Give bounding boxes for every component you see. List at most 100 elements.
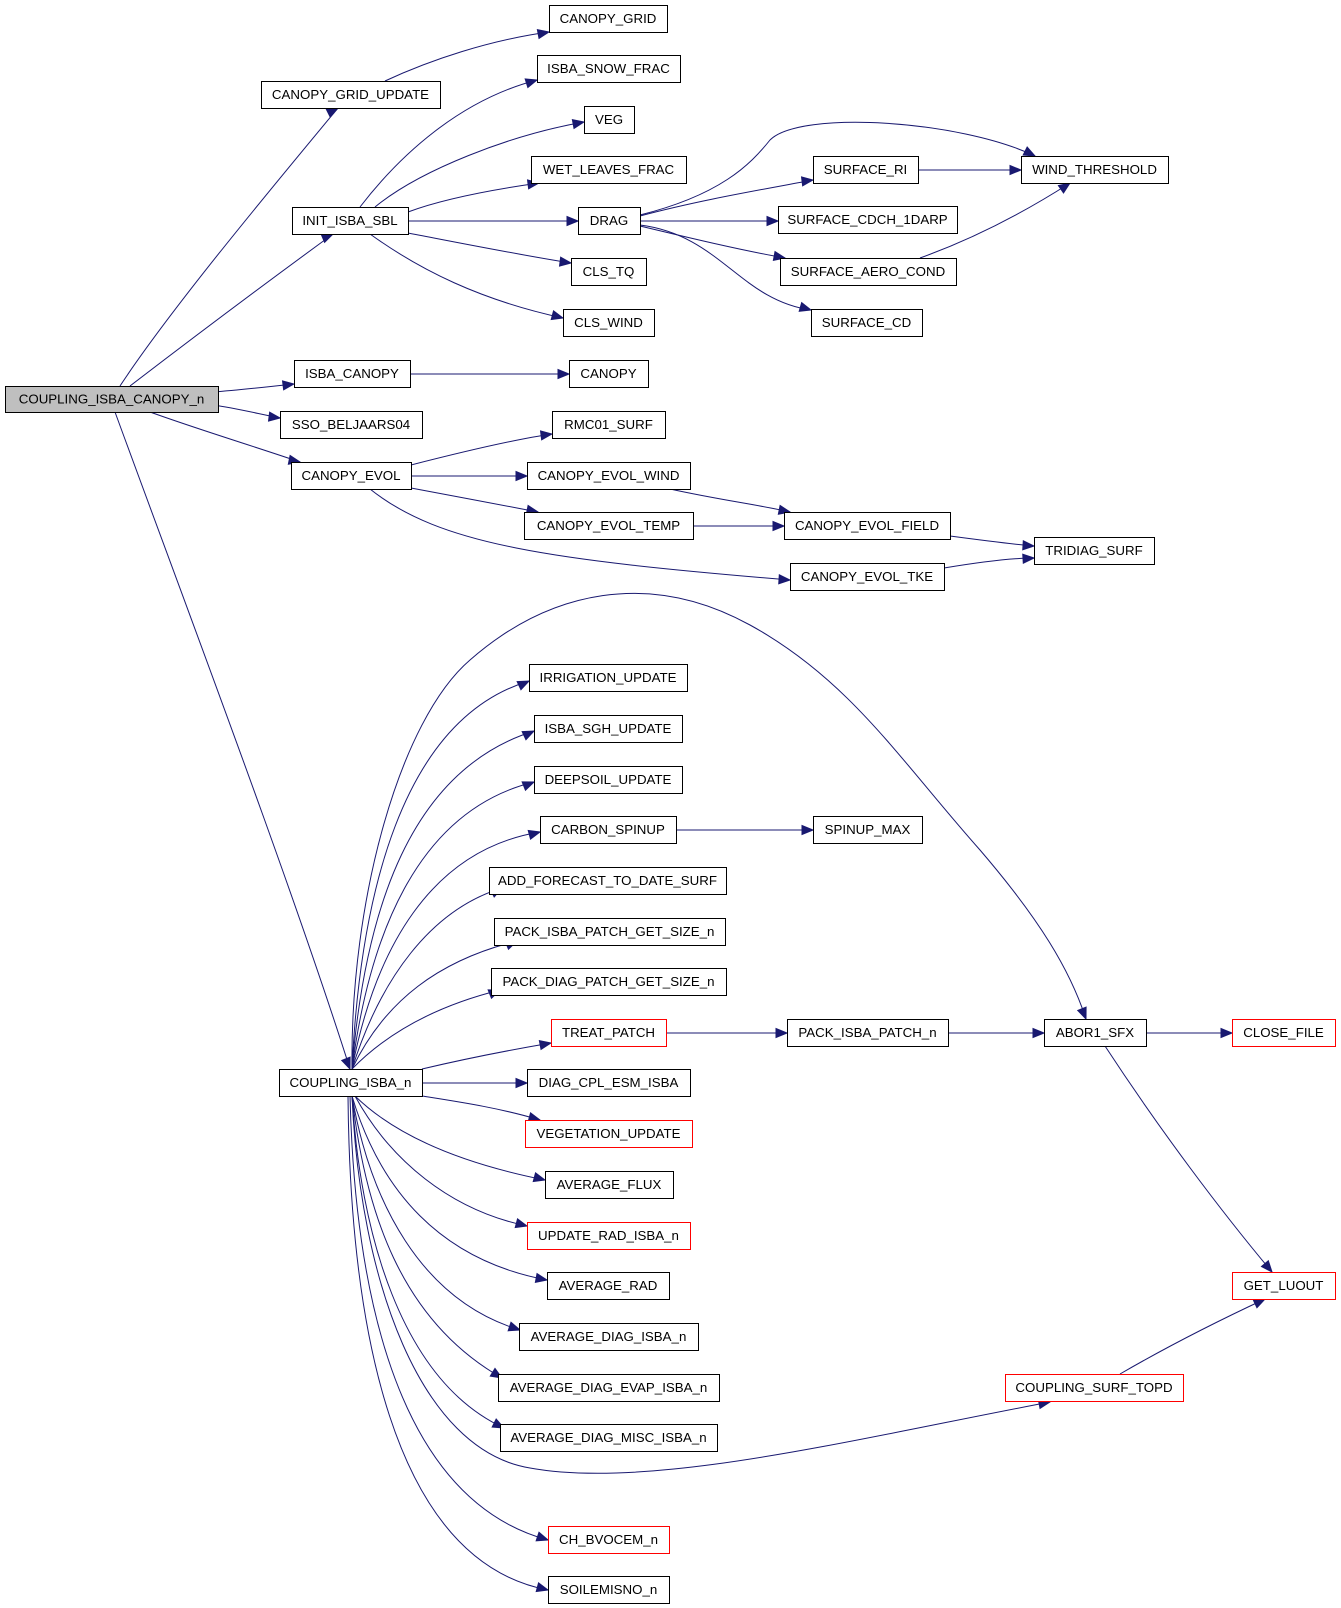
node-isba_sgh_update[interactable]: ISBA_SGH_UPDATE (534, 715, 683, 743)
node-box-surface_ri[interactable] (813, 156, 919, 184)
node-average_rad[interactable]: AVERAGE_RAD (547, 1272, 670, 1300)
node-soilemisno_n[interactable]: SOILEMISNO_n (548, 1576, 670, 1604)
node-box-wet_leaves_frac[interactable] (531, 156, 687, 184)
node-box-cls_tq[interactable] (571, 258, 647, 286)
node-box-average_rad[interactable] (547, 1272, 670, 1300)
node-box-cls_wind[interactable] (563, 309, 655, 337)
node-box-carbon_spinup[interactable] (540, 816, 677, 844)
node-box-coupling_isba_n[interactable] (279, 1069, 423, 1097)
node-box-average_diag_evap_isba_n[interactable] (498, 1374, 720, 1402)
node-vegetation_update[interactable]: VEGETATION_UPDATE (525, 1120, 693, 1148)
node-average_diag_evap_isba_n[interactable]: AVERAGE_DIAG_EVAP_ISBA_n (498, 1374, 720, 1402)
node-average_diag_isba_n[interactable]: AVERAGE_DIAG_ISBA_n (519, 1323, 699, 1351)
node-box-init_isba_sbl[interactable] (292, 207, 409, 235)
node-canopy_evol_temp[interactable]: CANOPY_EVOL_TEMP (524, 512, 694, 540)
node-canopy_evol_field[interactable]: CANOPY_EVOL_FIELD (784, 512, 951, 540)
node-canopy_evol_wind[interactable]: CANOPY_EVOL_WIND (527, 462, 691, 490)
node-box-pack_diag_patch_get_size_n[interactable] (491, 968, 727, 996)
node-box-canopy_grid_update[interactable] (261, 81, 441, 109)
node-coupling_surf_topd[interactable]: COUPLING_SURF_TOPD (1005, 1374, 1184, 1402)
node-box-update_rad_isba_n[interactable] (527, 1222, 691, 1250)
node-update_rad_isba_n[interactable]: UPDATE_RAD_ISBA_n (527, 1222, 691, 1250)
node-box-close_file[interactable] (1232, 1019, 1336, 1047)
node-box-irrigation_update[interactable] (529, 664, 688, 692)
node-box-treat_patch[interactable] (551, 1019, 667, 1047)
node-ch_bvocem_n[interactable]: CH_BVOCEM_n (548, 1526, 670, 1554)
node-box-ch_bvocem_n[interactable] (548, 1526, 670, 1554)
node-box-average_diag_isba_n[interactable] (519, 1323, 699, 1351)
node-surface_ri[interactable]: SURFACE_RI (813, 156, 919, 184)
node-canopy_evol_tke[interactable]: CANOPY_EVOL_TKE (790, 563, 945, 591)
node-box-canopy_grid[interactable] (549, 5, 668, 33)
node-box-rmc01_surf[interactable] (552, 411, 666, 439)
node-canopy_grid[interactable]: CANOPY_GRID (549, 5, 668, 33)
node-cls_wind[interactable]: CLS_WIND (563, 309, 655, 337)
node-tridiag_surf[interactable]: TRIDIAG_SURF (1034, 537, 1155, 565)
node-canopy[interactable]: CANOPY (569, 360, 649, 388)
node-pack_isba_patch_get_size_n[interactable]: PACK_ISBA_PATCH_GET_SIZE_n (494, 918, 726, 946)
node-box-isba_sgh_update[interactable] (534, 715, 683, 743)
node-box-tridiag_surf[interactable] (1034, 537, 1155, 565)
node-irrigation_update[interactable]: IRRIGATION_UPDATE (529, 664, 688, 692)
node-average_flux[interactable]: AVERAGE_FLUX (545, 1171, 674, 1199)
node-box-soilemisno_n[interactable] (548, 1576, 670, 1604)
node-box-add_forecast_to_date_surf[interactable] (489, 867, 727, 895)
node-box-isba_snow_frac[interactable] (537, 55, 681, 83)
node-box-coupling_surf_topd[interactable] (1005, 1374, 1184, 1402)
node-veg[interactable]: VEG (584, 106, 635, 134)
node-box-canopy[interactable] (569, 360, 649, 388)
node-box-diag_cpl_esm_isba[interactable] (527, 1069, 691, 1097)
node-box-vegetation_update[interactable] (525, 1120, 693, 1148)
node-drag[interactable]: DRAG (578, 207, 641, 235)
node-get_luout[interactable]: GET_LUOUT (1232, 1272, 1336, 1300)
node-coupling_isba_n[interactable]: COUPLING_ISBA_n (279, 1069, 423, 1097)
node-box-isba_canopy[interactable] (294, 360, 411, 388)
node-box-canopy_evol_field[interactable] (784, 512, 951, 540)
node-init_isba_sbl[interactable]: INIT_ISBA_SBL (292, 207, 409, 235)
node-box-deepsoil_update[interactable] (534, 766, 683, 794)
node-box-pack_isba_patch_get_size_n[interactable] (494, 918, 726, 946)
node-box-abor1_sfx[interactable] (1044, 1019, 1147, 1047)
node-box-get_luout[interactable] (1232, 1272, 1336, 1300)
node-box-average_diag_misc_isba_n[interactable] (500, 1424, 718, 1452)
node-box-surface_cd[interactable] (811, 309, 923, 337)
node-spinup_max[interactable]: SPINUP_MAX (813, 816, 923, 844)
node-carbon_spinup[interactable]: CARBON_SPINUP (540, 816, 677, 844)
node-pack_isba_patch_n[interactable]: PACK_ISBA_PATCH_n (787, 1019, 949, 1047)
node-box-canopy_evol_temp[interactable] (524, 512, 694, 540)
node-box-wind_threshold[interactable] (1021, 156, 1169, 184)
node-close_file[interactable]: CLOSE_FILE (1232, 1019, 1336, 1047)
node-surface_cd[interactable]: SURFACE_CD (811, 309, 923, 337)
node-treat_patch[interactable]: TREAT_PATCH (551, 1019, 667, 1047)
node-diag_cpl_esm_isba[interactable]: DIAG_CPL_ESM_ISBA (527, 1069, 691, 1097)
node-box-average_flux[interactable] (545, 1171, 674, 1199)
node-box-sso_beljaars04[interactable] (280, 411, 423, 439)
node-pack_diag_patch_get_size_n[interactable]: PACK_DIAG_PATCH_GET_SIZE_n (491, 968, 727, 996)
node-box-spinup_max[interactable] (813, 816, 923, 844)
node-sso_beljaars04[interactable]: SSO_BELJAARS04 (280, 411, 423, 439)
node-deepsoil_update[interactable]: DEEPSOIL_UPDATE (534, 766, 683, 794)
node-canopy_evol[interactable]: CANOPY_EVOL (291, 462, 412, 490)
node-coupling_isba_canopy_n[interactable]: COUPLING_ISBA_CANOPY_n (5, 386, 219, 413)
node-wet_leaves_frac[interactable]: WET_LEAVES_FRAC (531, 156, 687, 184)
node-box-canopy_evol_wind[interactable] (527, 462, 691, 490)
node-box-canopy_evol_tke[interactable] (790, 563, 945, 591)
node-cls_tq[interactable]: CLS_TQ (571, 258, 647, 286)
node-box-drag[interactable] (578, 207, 641, 235)
node-add_forecast_to_date_surf[interactable]: ADD_FORECAST_TO_DATE_SURF (489, 867, 727, 895)
node-surface_aero_cond[interactable]: SURFACE_AERO_COND (780, 258, 957, 286)
node-isba_canopy[interactable]: ISBA_CANOPY (294, 360, 411, 388)
node-box-canopy_evol[interactable] (291, 462, 412, 490)
node-box-veg[interactable] (584, 106, 635, 134)
node-wind_threshold[interactable]: WIND_THRESHOLD (1021, 156, 1169, 184)
node-surface_cdch_1darp[interactable]: SURFACE_CDCH_1DARP (778, 206, 958, 234)
node-canopy_grid_update[interactable]: CANOPY_GRID_UPDATE (261, 81, 441, 109)
node-box-surface_cdch_1darp[interactable] (778, 206, 958, 234)
node-abor1_sfx[interactable]: ABOR1_SFX (1044, 1019, 1147, 1047)
node-average_diag_misc_isba_n[interactable]: AVERAGE_DIAG_MISC_ISBA_n (500, 1424, 718, 1452)
node-isba_snow_frac[interactable]: ISBA_SNOW_FRAC (537, 55, 681, 83)
node-box-coupling_isba_canopy_n[interactable] (5, 386, 219, 413)
node-box-surface_aero_cond[interactable] (780, 258, 957, 286)
node-rmc01_surf[interactable]: RMC01_SURF (552, 411, 666, 439)
node-box-pack_isba_patch_n[interactable] (787, 1019, 949, 1047)
